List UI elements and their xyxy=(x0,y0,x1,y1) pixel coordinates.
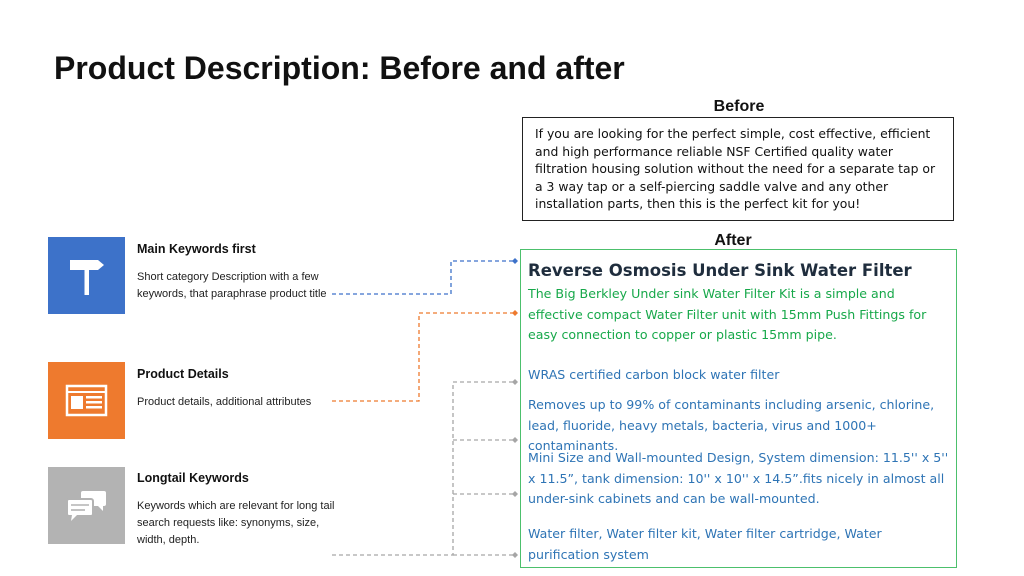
longtail-connector-end-2 xyxy=(512,437,518,443)
after-keywords: Water filter, Water filter kit, Water fi… xyxy=(528,526,882,562)
longtail-keywords-tile xyxy=(48,467,125,544)
after-description-box xyxy=(520,249,957,568)
product-details-title: Product Details xyxy=(137,367,229,381)
main-keywords-connector xyxy=(332,260,515,295)
after-detail-2: Removes up to 99% of contaminants includ… xyxy=(528,397,935,453)
product-details-tile xyxy=(48,362,125,439)
longtail-keywords-connector xyxy=(332,381,515,556)
longtail-connector-end-1 xyxy=(512,379,518,385)
before-label: Before xyxy=(713,98,765,115)
chat-bubbles-icon xyxy=(66,491,106,521)
after-label: After xyxy=(714,232,752,249)
after-intro-text: The Big Berkley Under sink Water Filter … xyxy=(528,286,927,342)
before-description-text: If you are looking for the perfect simpl… xyxy=(535,126,936,211)
product-details-connector xyxy=(332,312,515,402)
before-description-box: If you are looking for the perfect simpl… xyxy=(522,117,954,221)
browser-window-icon xyxy=(65,384,108,417)
main-keywords-tile xyxy=(48,237,125,314)
longtail-connector-end-4 xyxy=(512,552,518,558)
after-heading: Reverse Osmosis Under Sink Water Filter xyxy=(528,261,912,280)
longtail-keywords-desc: Keywords which are relevant for long tai… xyxy=(137,500,335,546)
main-keywords-desc: Short category Description with a few ke… xyxy=(137,271,327,300)
longtail-keywords-title: Longtail Keywords xyxy=(137,471,249,485)
longtail-connector-end-3 xyxy=(512,491,518,497)
after-detail-3: Mini Size and Wall-mounted Design, Syste… xyxy=(528,450,949,506)
after-detail-1: WRAS certified carbon block water filter xyxy=(528,367,780,382)
signpost-icon xyxy=(70,260,104,295)
main-keywords-title: Main Keywords first xyxy=(137,242,256,256)
product-details-connector-end xyxy=(512,310,518,316)
slide-title: Product Description: Before and after xyxy=(54,50,625,86)
main-keywords-connector-end xyxy=(512,258,518,264)
product-details-desc: Product details, additional attributes xyxy=(137,396,312,408)
